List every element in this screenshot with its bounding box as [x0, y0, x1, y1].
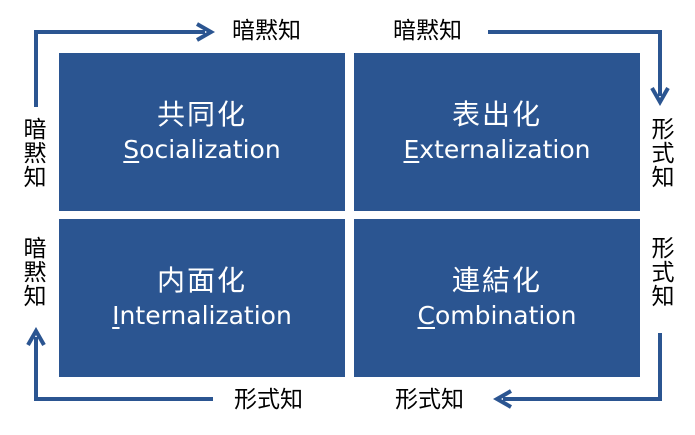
label-bottom-right: 形式知: [395, 387, 464, 413]
quadrant-internalization-en: Internalization: [112, 300, 292, 333]
label-right-lower: 形式知: [647, 236, 673, 308]
quadrant-combination-jp: 連結化: [451, 263, 542, 297]
quadrant-externalization: 表出化 Externalization: [354, 53, 640, 211]
arrow-top-left: [34, 22, 216, 107]
quadrant-externalization-rest: xternalization: [419, 134, 591, 164]
quadrant-externalization-initial: E: [403, 134, 420, 164]
quadrant-internalization-jp: 内面化: [156, 263, 247, 297]
quadrant-socialization-rest: ocialization: [139, 134, 281, 164]
label-top-left: 暗黙知: [232, 18, 301, 44]
label-left-lower: 暗黙知: [19, 236, 45, 308]
quadrant-combination-initial: C: [417, 300, 435, 330]
quadrant-internalization-initial: I: [112, 300, 120, 330]
quadrant-externalization-jp: 表出化: [451, 97, 542, 131]
quadrant-combination-en: Combination: [418, 300, 577, 333]
quadrant-internalization-rest: nternalization: [119, 300, 292, 330]
quadrant-internalization: 内面化 Internalization: [59, 219, 345, 377]
arrow-bottom-right: [492, 333, 662, 409]
quadrant-combination: 連結化 Combination: [354, 219, 640, 377]
quadrant-externalization-en: Externalization: [403, 134, 590, 167]
arrow-bottom-left: [26, 326, 213, 401]
quadrant-socialization-en: Socialization: [123, 134, 280, 167]
quadrant-socialization-initial: S: [123, 134, 140, 164]
label-top-right: 暗黙知: [393, 18, 462, 44]
label-bottom-left: 形式知: [234, 387, 303, 413]
label-left-upper: 暗黙知: [19, 117, 45, 189]
arrow-top-right: [488, 30, 670, 107]
label-right-upper: 形式知: [647, 117, 673, 189]
quadrant-combination-rest: ombination: [434, 300, 577, 330]
quadrant-socialization: 共同化 Socialization: [59, 53, 345, 211]
quadrant-socialization-jp: 共同化: [156, 97, 247, 131]
